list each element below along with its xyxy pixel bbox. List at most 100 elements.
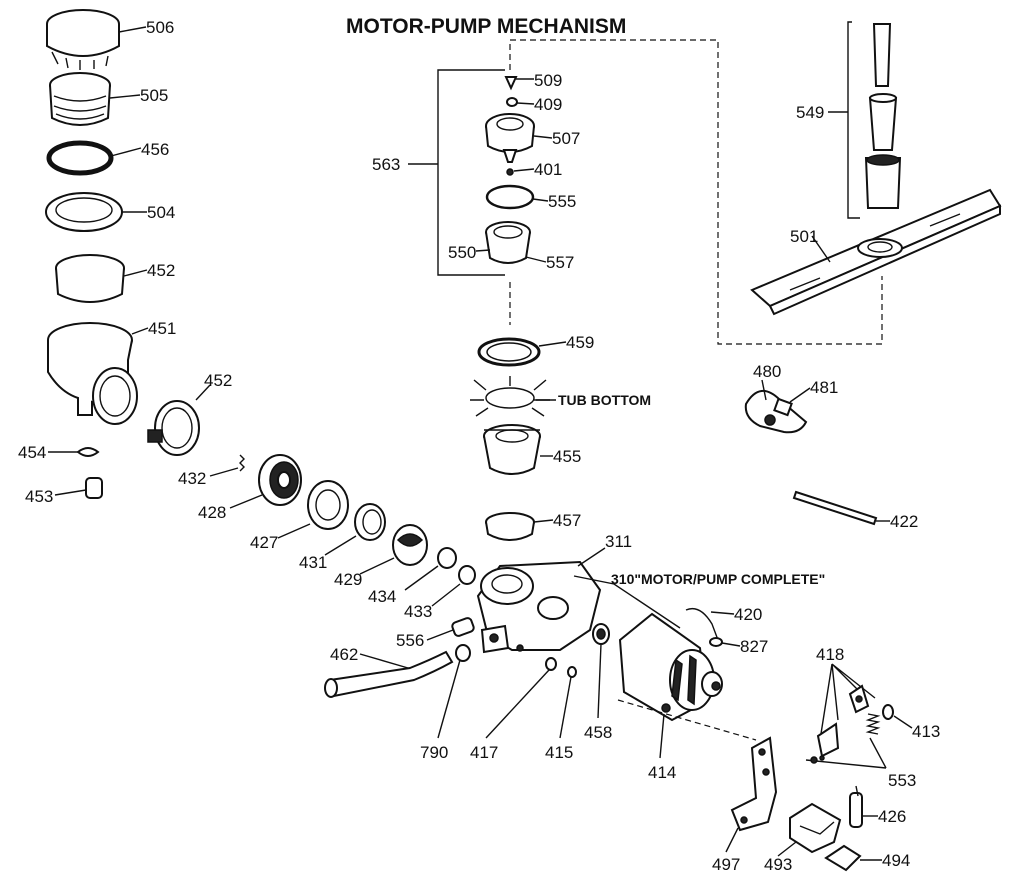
label-501: 501 <box>790 227 818 246</box>
tub-bottom-caption: TUB BOTTOM <box>558 392 651 408</box>
part-452-clamp-upper <box>55 254 148 303</box>
label-556: 556 <box>396 631 424 650</box>
label-504: 504 <box>147 203 175 222</box>
label-427: 427 <box>250 533 278 552</box>
label-550: 550 <box>448 243 476 262</box>
tub-bottom-opening <box>470 376 556 417</box>
label-506: 506 <box>146 18 174 37</box>
label-563: 563 <box>372 155 400 174</box>
part-451-housing <box>47 322 149 425</box>
part-428-impeller <box>229 454 302 509</box>
label-452-upper: 452 <box>147 261 175 280</box>
label-456: 456 <box>141 140 169 159</box>
part-418-switch <box>810 684 870 764</box>
part-427-plate <box>277 480 349 539</box>
label-413: 413 <box>912 722 940 741</box>
part-415-screw <box>559 666 577 739</box>
label-431: 431 <box>299 553 327 572</box>
label-451: 451 <box>148 319 176 338</box>
label-401: 401 <box>534 160 562 179</box>
motor-assembly <box>618 612 723 759</box>
part-429-chopper <box>359 524 428 575</box>
label-417: 417 <box>470 743 498 762</box>
part-number-labels: 506 505 456 504 452 451 452 454 453 432 … <box>18 18 940 874</box>
part-311-pump-housing <box>476 547 606 654</box>
label-429: 429 <box>334 570 362 589</box>
part-790-clamp <box>437 644 471 739</box>
label-509: 509 <box>534 71 562 90</box>
label-480: 480 <box>753 362 781 381</box>
label-418: 418 <box>816 645 844 664</box>
label-462: 462 <box>330 645 358 664</box>
label-414: 414 <box>648 763 676 782</box>
label-432: 432 <box>178 469 206 488</box>
part-459-gasket <box>477 337 567 367</box>
part-432-spring <box>209 454 245 477</box>
label-420: 420 <box>734 605 762 624</box>
label-409: 409 <box>534 95 562 114</box>
label-457: 457 <box>553 511 581 530</box>
part-494-clip <box>824 844 882 872</box>
part-556-sleeve <box>426 617 475 641</box>
centerline-motor <box>617 699 757 741</box>
label-555: 555 <box>548 192 576 211</box>
label-481: 481 <box>810 378 838 397</box>
label-426: 426 <box>878 807 906 826</box>
assembly-dashed-outline <box>509 39 883 345</box>
label-311: 311 <box>605 532 632 551</box>
label-553: 553 <box>888 771 916 790</box>
part-457-band <box>485 512 554 541</box>
part-481-clip <box>773 387 811 417</box>
label-459: 459 <box>566 333 594 352</box>
part-549-tubes <box>864 23 902 209</box>
part-401-ball <box>506 168 535 176</box>
label-557: 557 <box>546 253 574 272</box>
part-431-seal <box>324 503 386 556</box>
label-453: 453 <box>25 487 53 506</box>
bracket-310-complete <box>573 575 681 629</box>
part-433-washer <box>431 565 476 607</box>
part-507-bearing-housing <box>485 113 553 163</box>
part-453-plug <box>54 477 103 499</box>
part-417-washer <box>485 657 557 739</box>
label-494: 494 <box>882 851 910 870</box>
label-433: 433 <box>404 602 432 621</box>
part-426-pin <box>849 785 878 828</box>
part-413-spring <box>865 704 913 735</box>
part-456-gasket <box>46 140 142 176</box>
part-555-oring <box>485 184 549 210</box>
label-507: 507 <box>552 129 580 148</box>
label-434: 434 <box>368 587 396 606</box>
part-420-wire <box>685 607 735 641</box>
bracket-418-553 <box>805 663 887 769</box>
label-790: 790 <box>420 743 448 762</box>
bracket-563 <box>408 69 505 276</box>
label-505: 505 <box>140 86 168 105</box>
label-827: 827 <box>740 637 768 656</box>
part-501-spray-arm <box>750 188 1002 316</box>
part-462-hose <box>324 650 454 698</box>
label-428: 428 <box>198 503 226 522</box>
part-506-cap <box>46 9 147 70</box>
diagram-title: MOTOR-PUMP MECHANISM <box>346 15 626 38</box>
part-452-clamp-lower <box>147 384 211 456</box>
part-493-housing <box>777 802 842 857</box>
part-504-ring <box>45 192 147 232</box>
part-409-washer <box>506 97 535 107</box>
part-827-clip <box>709 637 741 647</box>
part-550-557-hub <box>475 221 547 264</box>
label-493: 493 <box>764 855 792 874</box>
part-497-bracket <box>725 736 778 853</box>
label-454: 454 <box>18 443 46 462</box>
label-415: 415 <box>545 743 573 762</box>
label-549: 549 <box>796 103 824 122</box>
label-497: 497 <box>712 855 740 874</box>
part-454-clip <box>48 447 100 457</box>
motor-pump-complete-caption: 310"MOTOR/PUMP COMPLETE" <box>611 571 825 587</box>
part-458-seal <box>592 623 610 719</box>
bracket-549 <box>828 21 860 219</box>
part-422-strip <box>792 490 890 526</box>
label-458: 458 <box>584 723 612 742</box>
part-455-nut <box>483 424 553 475</box>
